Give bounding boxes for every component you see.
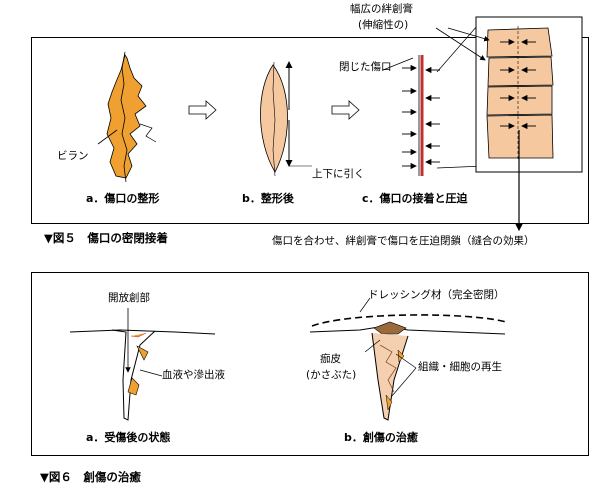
compression-note: 傷口を合わせ、絆創膏で傷口を圧迫閉鎖（縫合の効果） <box>272 235 535 247</box>
closed-wound-label: 閉じた傷口 <box>339 61 392 73</box>
step-arrow-2 <box>331 100 360 120</box>
fig6-sub-a: a．受傷後の状態 <box>86 431 171 444</box>
scab-label-line2: (かさぶた) <box>306 369 357 381</box>
shaped-wound-illustration <box>260 61 312 177</box>
biran-leader-line <box>97 129 118 145</box>
healing-wound-illustration <box>309 297 507 421</box>
scab-label-line1: 痂皮 <box>320 353 341 365</box>
tape-zoom-box <box>435 16 583 232</box>
dressing-label: ドレッシング材（完全密閉） <box>368 289 505 301</box>
regeneration-label: 組織・細胞の再生 <box>418 361 502 373</box>
closed-wound-illustration <box>382 17 485 176</box>
irregular-wound-illustration <box>97 51 157 183</box>
fig5-sub-b: b．整形後 <box>242 192 294 205</box>
open-wound-label: 開放創部 <box>108 292 150 304</box>
fresh-wound-illustration <box>69 308 216 421</box>
fig6-sub-b: b．創傷の治癒 <box>344 431 418 444</box>
figure6-caption: ▼図６ 創傷の治癒 <box>40 470 141 484</box>
figure5-caption: ▼図５ 傷口の密閉接着 <box>44 231 168 245</box>
fig5-sub-c: c．傷口の接着と圧迫 <box>362 192 468 205</box>
step-arrow-1 <box>188 100 217 120</box>
fig5-sub-a: a．傷口の整形 <box>86 192 160 205</box>
tape-label-line2: (伸縮性の) <box>358 19 409 31</box>
biran-label: ビラン <box>57 150 89 162</box>
pull-label: 上下に引く <box>312 168 365 180</box>
exudate-label: 血液や滲出液 <box>162 369 225 381</box>
tape-label-line1: 幅広の絆創膏 <box>350 3 413 15</box>
